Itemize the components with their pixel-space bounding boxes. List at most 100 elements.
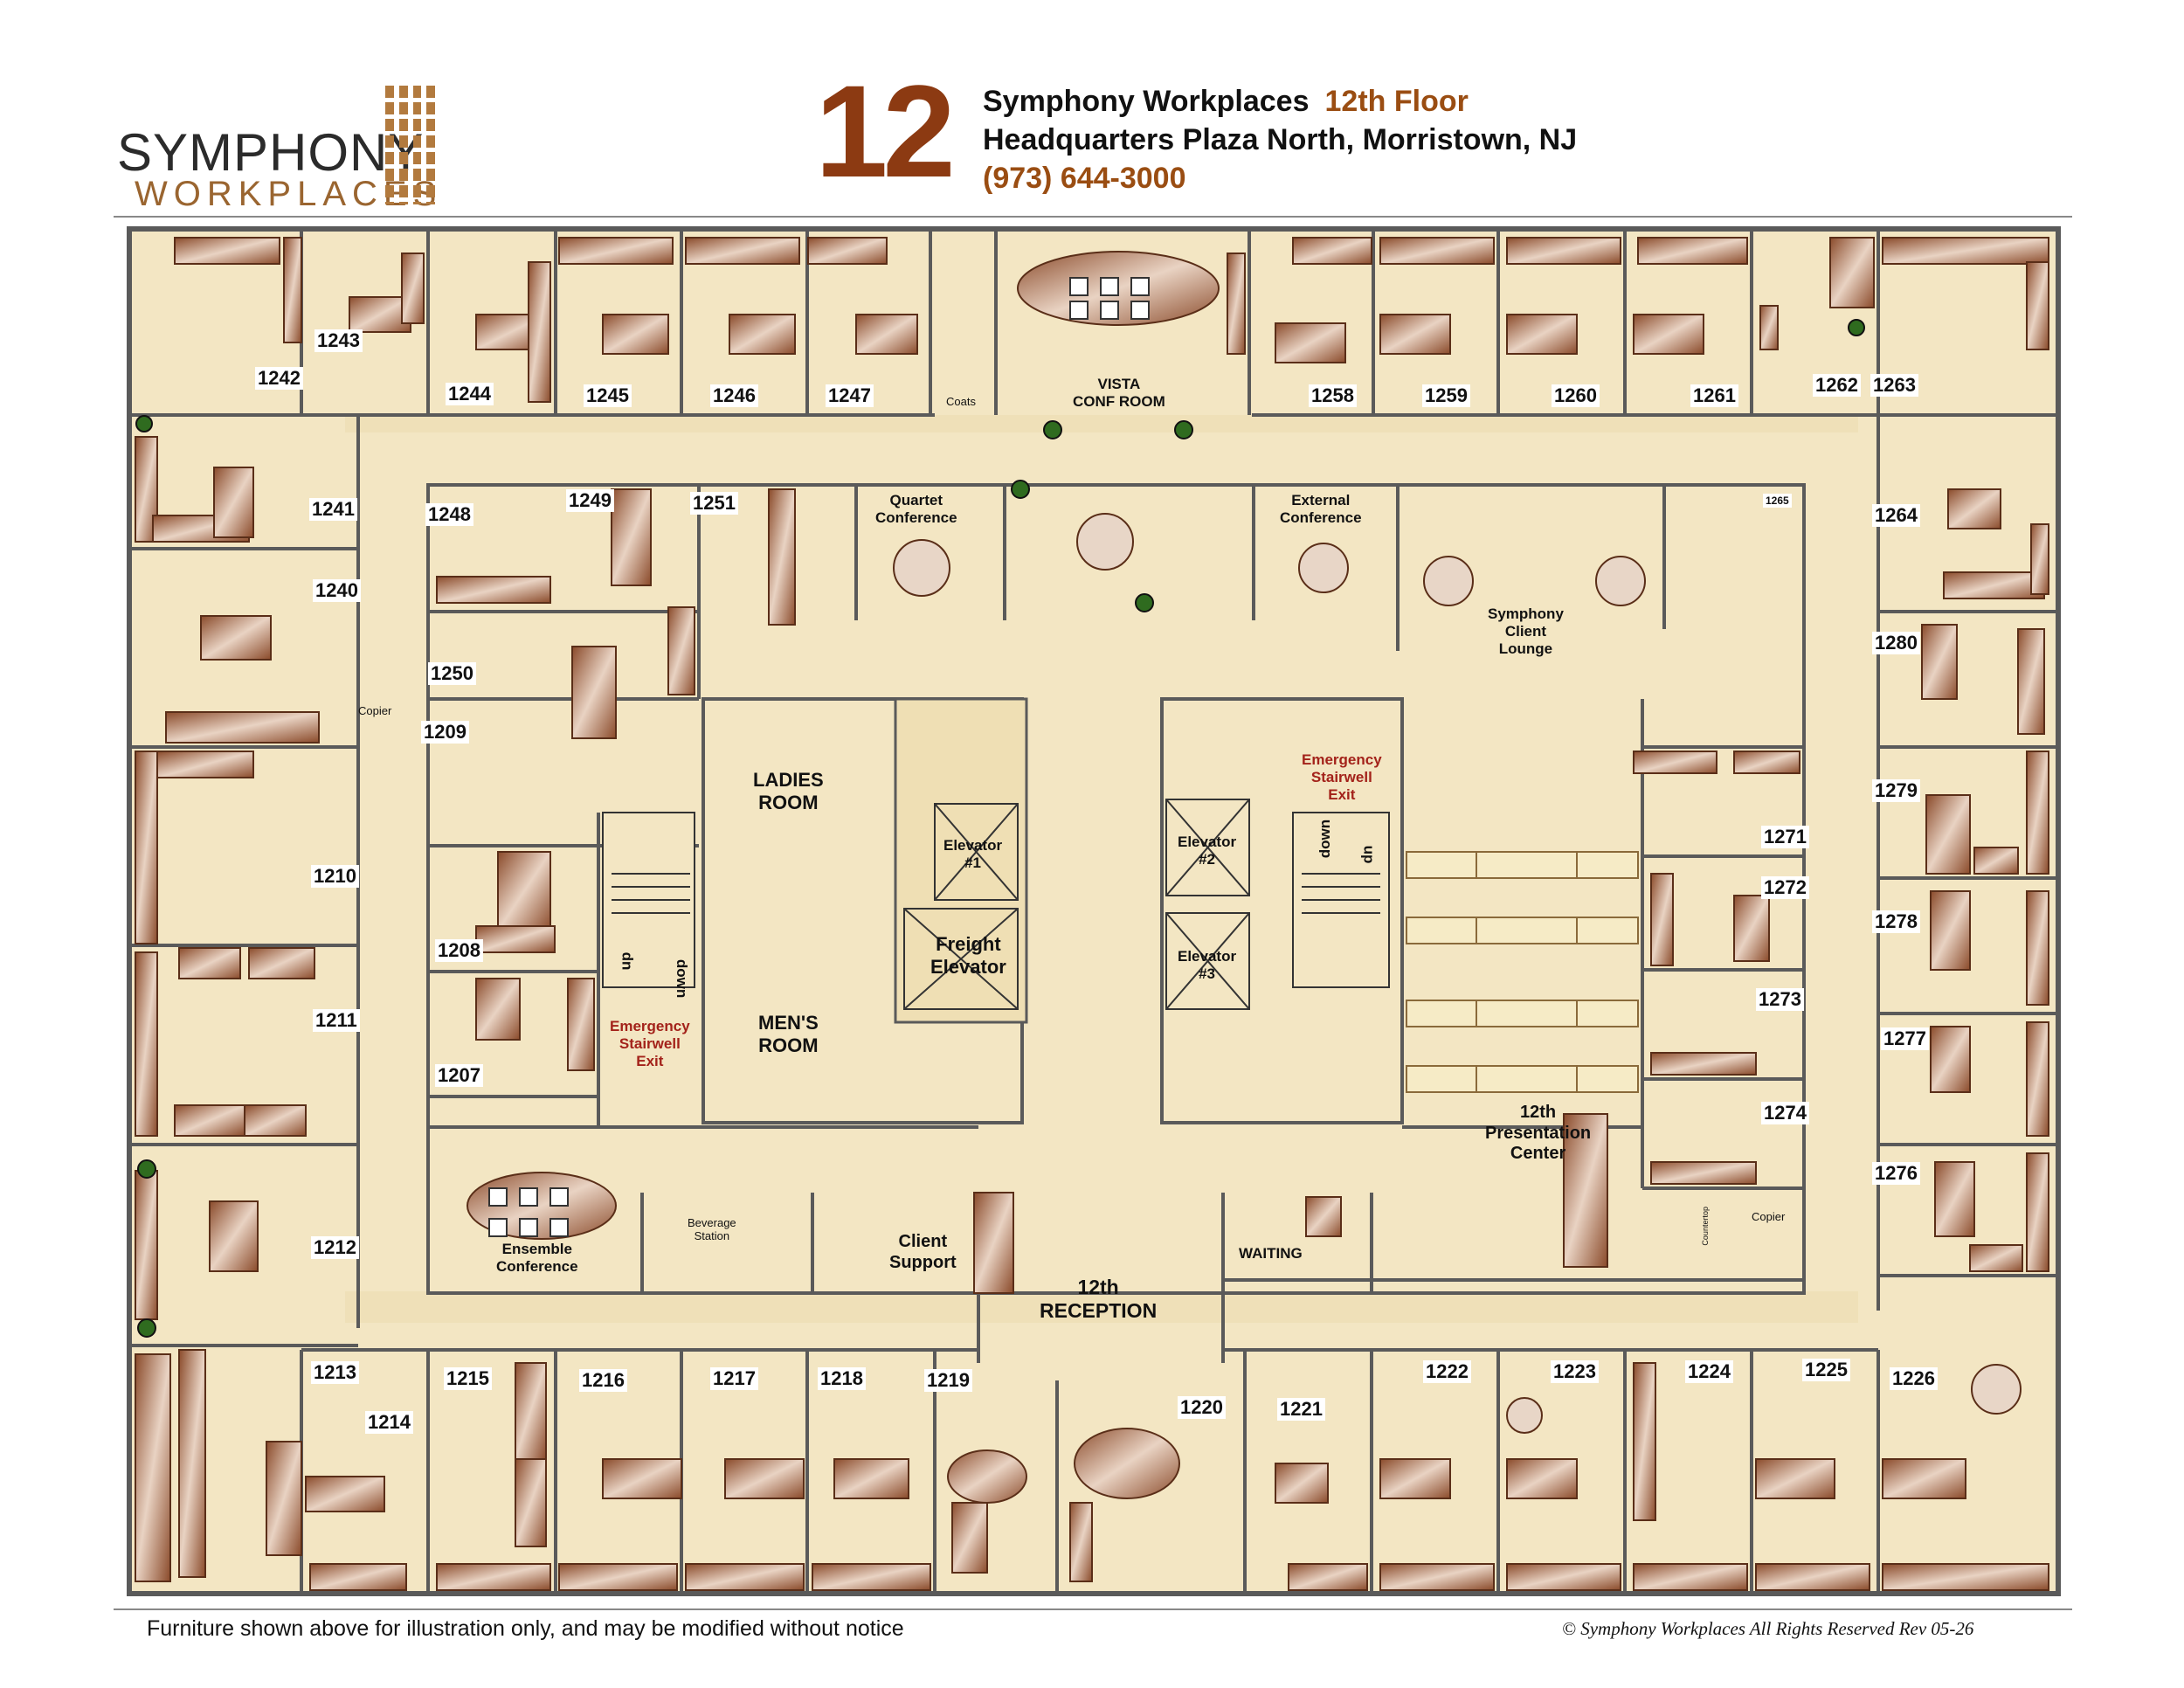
room-1211: 1211 [313, 1009, 360, 1032]
room-1223: 1223 [1551, 1360, 1599, 1383]
room-1209: 1209 [421, 721, 469, 744]
room-1222: 1222 [1423, 1360, 1471, 1383]
vista-conf-room-label: VISTA CONF ROOM [1073, 376, 1165, 411]
floor-label: 12th Floor [1324, 85, 1469, 118]
room-1246: 1246 [710, 384, 758, 407]
elev2-line1: Elevator [1178, 834, 1237, 850]
presentation-center-label: 12th Presentation Center [1485, 1103, 1591, 1165]
room-1213: 1213 [311, 1361, 359, 1384]
room-1280: 1280 [1872, 632, 1920, 654]
ensemble-conference-label: Ensemble Conference [496, 1241, 578, 1276]
room-1251: 1251 [690, 492, 738, 515]
exit-west-line2: Stairwell [619, 1035, 681, 1053]
pres-line2: Presentation [1485, 1123, 1592, 1143]
header-phone: (973) 644-3000 [983, 162, 1186, 195]
ladies-line1: LADIES [753, 769, 824, 791]
freight-elevator-label: Freight Elevator [930, 933, 1006, 979]
freight-line1: Freight [936, 933, 1001, 955]
stair-down-east-label: down [1317, 819, 1334, 859]
bottom-office-walls [300, 1348, 1880, 1594]
pres-line1: 12th [1520, 1103, 1557, 1122]
room-1264: 1264 [1872, 504, 1920, 527]
room-1240: 1240 [313, 579, 361, 602]
reception-line2: RECEPTION [1040, 1299, 1158, 1323]
elev1-line1: Elevator [943, 837, 1003, 854]
room-1214: 1214 [365, 1411, 413, 1434]
room-1225: 1225 [1802, 1359, 1850, 1381]
room-1207: 1207 [435, 1064, 483, 1087]
training-tables [1406, 851, 1639, 1093]
room-1217: 1217 [710, 1367, 758, 1390]
room-1226: 1226 [1890, 1367, 1938, 1390]
countertop-label: Countertop [1700, 1207, 1710, 1246]
mens-line2: ROOM [758, 1034, 819, 1056]
room-1259: 1259 [1422, 384, 1470, 407]
reception-line1: 12th [1077, 1276, 1119, 1298]
exit-east-line1: Emergency [1302, 751, 1382, 768]
disclaimer: Furniture shown above for illustration o… [147, 1616, 904, 1641]
ensemble-line1: Ensemble [501, 1241, 572, 1257]
room-1250: 1250 [428, 662, 476, 685]
freight-line2: Elevator [930, 955, 1006, 978]
chairs [488, 277, 1150, 1237]
stairwell-right [1292, 812, 1390, 988]
copier-east-label: Copier [1752, 1210, 1786, 1223]
beverage-station-label: Beverage Station [688, 1216, 736, 1243]
elev3-line1: Elevator [1178, 948, 1237, 965]
room-1241: 1241 [309, 498, 357, 521]
right-office-walls [1876, 415, 2058, 1311]
furniture [135, 237, 2049, 1591]
emergency-exit-east-label: Emergency Stairwell Exit [1302, 751, 1382, 804]
beverage-line2: Station [694, 1229, 730, 1243]
room-1279: 1279 [1872, 779, 1920, 802]
floor-number: 12 [815, 58, 956, 204]
room-1261: 1261 [1690, 384, 1738, 407]
logo-wordmark: SYMPHONY [117, 123, 425, 182]
copyright: © Symphony Workplaces All Rights Reserve… [1562, 1618, 1974, 1639]
room-1212: 1212 [311, 1236, 359, 1259]
elevator-2-label: Elevator #2 [1178, 834, 1236, 868]
core-walls [426, 483, 1806, 1363]
room-1276: 1276 [1872, 1162, 1920, 1185]
exit-west-line1: Emergency [610, 1018, 690, 1034]
exit-east-line3: Exit [1328, 786, 1356, 804]
room-1247: 1247 [826, 384, 874, 407]
lounge-line2: Client [1504, 623, 1547, 640]
room-1274: 1274 [1761, 1102, 1809, 1124]
room-1210: 1210 [311, 865, 359, 888]
stair-up-east-label: up [1360, 845, 1378, 864]
external-line1: External [1291, 492, 1351, 508]
elev2-line2: #2 [1199, 851, 1215, 868]
room-1220: 1220 [1178, 1396, 1226, 1419]
room-1271: 1271 [1761, 826, 1809, 848]
room-1273: 1273 [1756, 988, 1804, 1011]
header-address: Headquarters Plaza North, Morristown, NJ [983, 123, 1578, 156]
quartet-line1: Quartet [889, 492, 943, 508]
room-1277: 1277 [1881, 1027, 1929, 1050]
room-1258: 1258 [1309, 384, 1357, 407]
elevator-1-label: Elevator #1 [943, 837, 1002, 872]
client-support-label: Client Support [889, 1232, 957, 1273]
room-1262: 1262 [1813, 374, 1861, 397]
external-conference-label: External Conference [1280, 492, 1362, 527]
quartet-conference-label: Quartet Conference [875, 492, 957, 527]
mens-room-label: MEN'S ROOM [758, 1012, 819, 1057]
beverage-line1: Beverage [688, 1216, 736, 1229]
stair-down-west-label: down [674, 958, 691, 999]
room-1249: 1249 [566, 489, 614, 512]
room-1219: 1219 [924, 1369, 972, 1392]
room-1278: 1278 [1872, 910, 1920, 933]
room-1263: 1263 [1870, 374, 1918, 397]
round-tables [893, 513, 2022, 1434]
room-1260: 1260 [1552, 384, 1600, 407]
plants [135, 319, 1865, 1338]
vista-label-line1: VISTA [1097, 376, 1141, 392]
stair-up-west-label: up [617, 951, 634, 971]
external-line2: Conference [1280, 509, 1362, 527]
room-1244: 1244 [446, 383, 494, 405]
client-lounge-label: Symphony Client Lounge [1488, 605, 1564, 658]
room-1248: 1248 [425, 503, 473, 526]
room-1242: 1242 [255, 367, 303, 390]
